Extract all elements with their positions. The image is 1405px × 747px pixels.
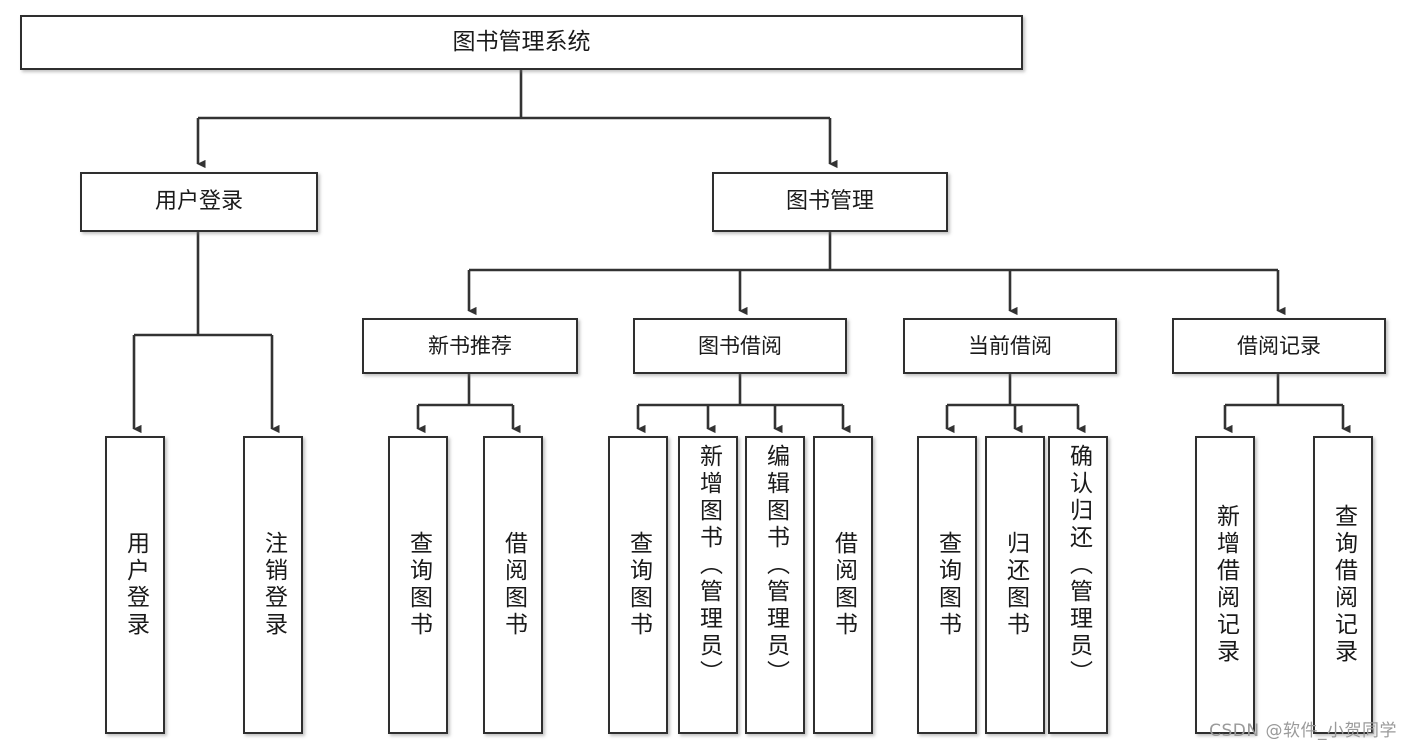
node-label: 新增借阅记录: [1212, 504, 1239, 666]
node-book-borrow[interactable]: 图书借阅: [633, 318, 847, 374]
node-new-book-recommend[interactable]: 新书推荐: [362, 318, 578, 374]
node-root-system[interactable]: 图书管理系统: [20, 15, 1023, 70]
node-label: 新书推荐: [428, 333, 512, 358]
node-label: 用户登录: [122, 531, 149, 639]
leaf-user-login[interactable]: 用户登录: [105, 436, 165, 734]
node-label: 确认归还（管理员）: [1065, 444, 1092, 687]
node-label: 查询图书: [625, 531, 652, 639]
leaf-query-borrow-record[interactable]: 查询借阅记录: [1313, 436, 1373, 734]
node-label: 图书管理系统: [452, 28, 591, 55]
node-label: 编辑图书（管理员）: [762, 444, 789, 687]
node-label: 借阅记录: [1237, 333, 1321, 358]
node-book-management[interactable]: 图书管理: [712, 172, 948, 232]
node-label: 查询图书: [405, 531, 432, 639]
leaf-query-book-recommend[interactable]: 查询图书: [388, 436, 448, 734]
node-label: 查询借阅记录: [1330, 504, 1357, 666]
node-label: 借阅图书: [830, 531, 857, 639]
leaf-edit-book-admin[interactable]: 编辑图书（管理员）: [745, 436, 805, 734]
node-label: 当前借阅: [968, 333, 1052, 358]
leaf-add-borrow-record[interactable]: 新增借阅记录: [1195, 436, 1255, 734]
leaf-query-book-current[interactable]: 查询图书: [917, 436, 977, 734]
leaf-query-book[interactable]: 查询图书: [608, 436, 668, 734]
node-label: 图书借阅: [698, 333, 782, 358]
node-label: 注销登录: [260, 531, 287, 639]
node-borrow-record[interactable]: 借阅记录: [1172, 318, 1386, 374]
node-user-login[interactable]: 用户登录: [80, 172, 318, 232]
node-label: 图书管理: [785, 189, 874, 215]
leaf-add-book-admin[interactable]: 新增图书（管理员）: [678, 436, 738, 734]
leaf-confirm-return-admin[interactable]: 确认归还（管理员）: [1048, 436, 1108, 734]
leaf-user-logout[interactable]: 注销登录: [243, 436, 303, 734]
node-label: 用户登录: [154, 189, 243, 215]
node-label: 查询图书: [934, 531, 961, 639]
leaf-borrow-book[interactable]: 借阅图书: [813, 436, 873, 734]
leaf-borrow-book-recommend[interactable]: 借阅图书: [483, 436, 543, 734]
node-label: 新增图书（管理员）: [695, 444, 722, 687]
node-current-borrow[interactable]: 当前借阅: [903, 318, 1117, 374]
node-label: 归还图书: [1002, 531, 1029, 639]
leaf-return-book[interactable]: 归还图书: [985, 436, 1045, 734]
node-label: 借阅图书: [500, 531, 527, 639]
